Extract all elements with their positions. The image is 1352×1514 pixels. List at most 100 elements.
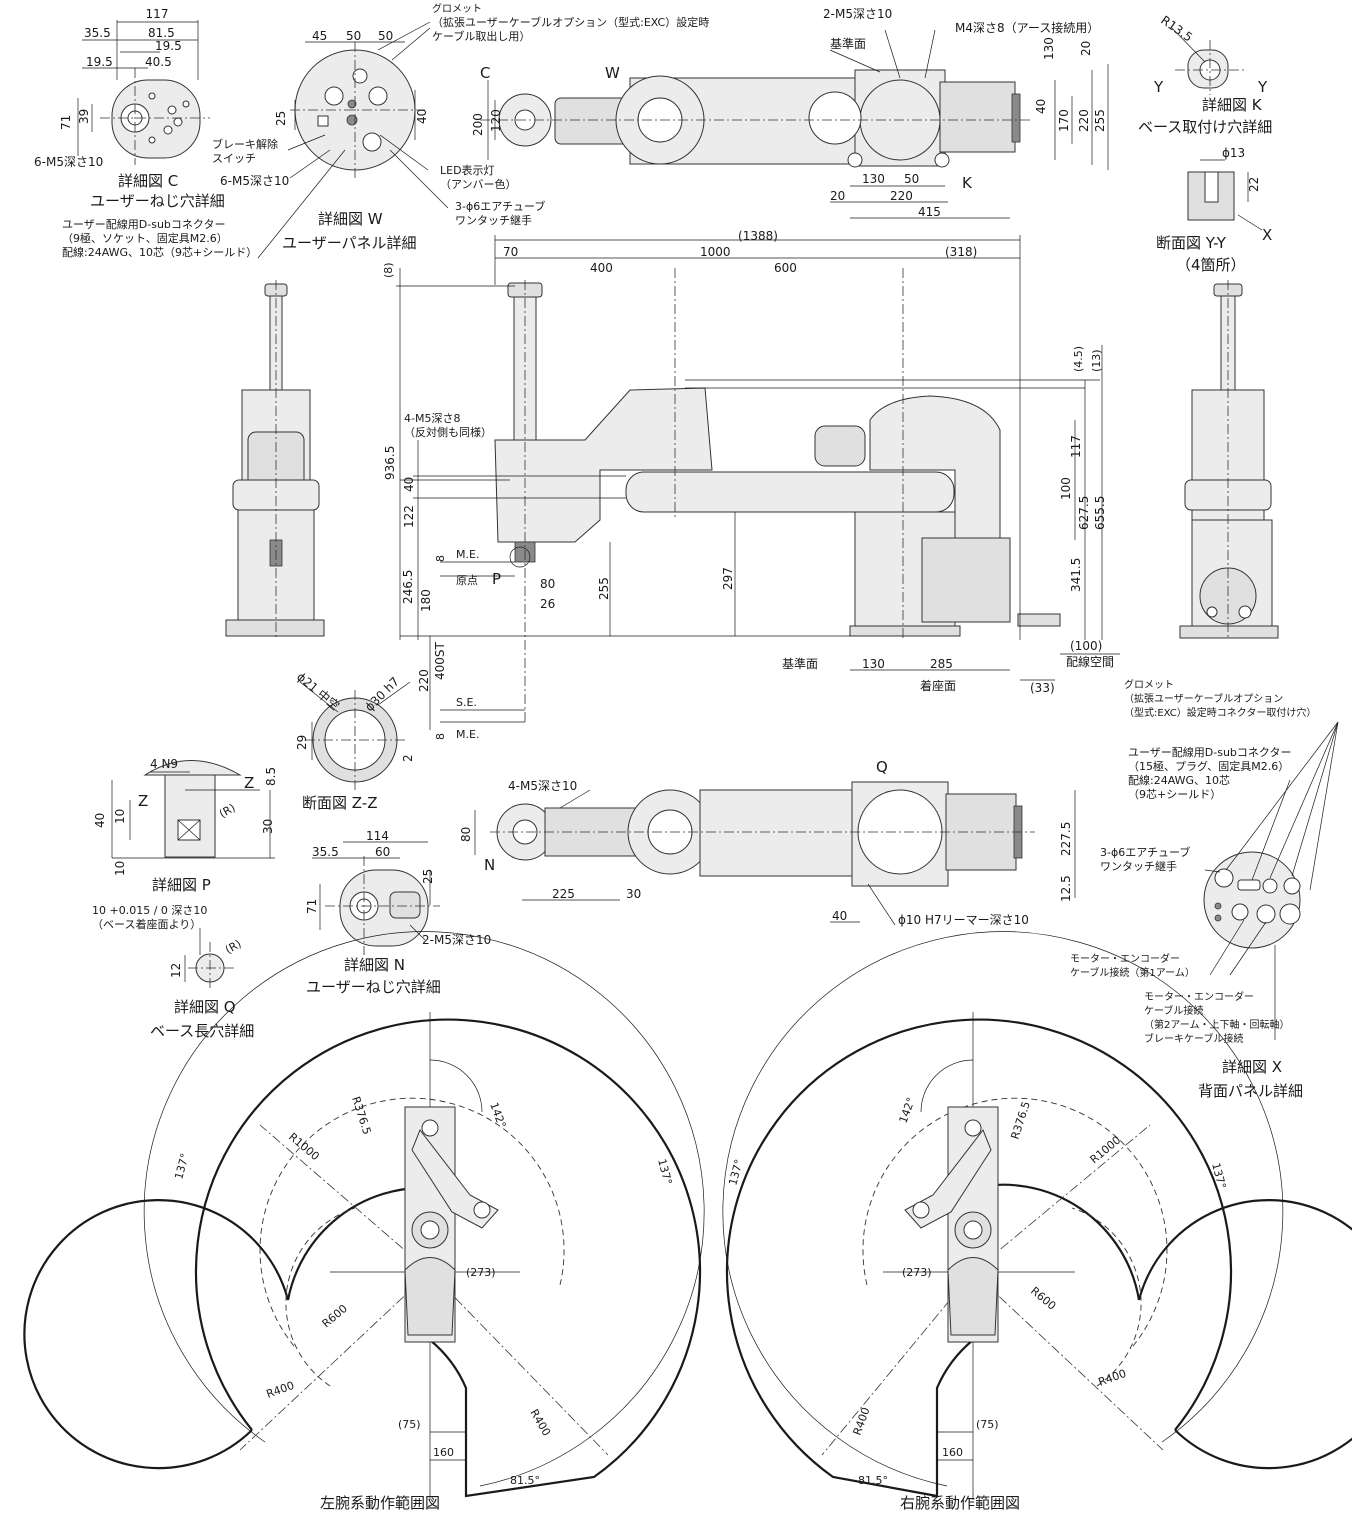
top-view-label-w: W [605, 64, 620, 82]
detail-p-d30: 30 [261, 819, 275, 834]
detail-x-dsub-line1: ユーザー配線用D-subコネクター [1128, 745, 1291, 759]
main-side-view-drawing [396, 235, 1120, 730]
detail-k-drawing [1171, 27, 1245, 95]
side-label-ref: 基準面 [782, 656, 818, 671]
left-range-drawing [23, 931, 705, 1500]
detail-w-drawing [257, 21, 449, 259]
detail-w-led-line1: LED表示灯 [440, 163, 495, 177]
detail-x-grommet-line2: （拡張ユーザーケーブルオプション [1124, 692, 1283, 705]
detail-c: 117 35.5 81.5 19.5 19.5 40.5 71 39 6-M5深… [34, 7, 225, 210]
side-label-me2: M.E. [456, 728, 479, 741]
detail-q-drawing [184, 928, 235, 990]
top-view-dim-40: 40 [1034, 99, 1048, 114]
detail-c-dim-81-5: 81.5 [148, 26, 175, 40]
detail-n-dim-114: 114 [366, 829, 389, 843]
bottom-view-dim-227-5: 227.5 [1059, 822, 1073, 856]
top-view-tap-2m5: 2-M5深さ10 [823, 7, 892, 21]
detail-x-grommet-line1: グロメット [1124, 678, 1174, 691]
bottom-view-dim-80: 80 [459, 827, 473, 842]
right-range-r376-5: R376.5 [1008, 1100, 1032, 1141]
side-label-p: P [492, 570, 501, 588]
detail-w-led-line2: （アンバー色） [440, 177, 517, 191]
detail-q-base: （ベース着座面より） [92, 917, 201, 931]
detail-x-motor2-line3: （第2アーム・上下軸・回転軸） [1144, 1018, 1289, 1031]
top-view-drawing [480, 29, 1109, 219]
side-dim-627-5: 627.5 [1077, 496, 1091, 530]
left-range-137-left: 137° [172, 1152, 191, 1181]
left-range-137-right: 137° [655, 1157, 674, 1186]
right-range-r400-right: R400 [1097, 1367, 1128, 1389]
detail-w-grommet-line1: グロメット [432, 2, 482, 15]
side-dim-1000: 1000 [700, 245, 731, 259]
bottom-view: 4-M5深さ10 Q N 80 225 30 227.5 12.5 40 ϕ10… [459, 758, 1076, 927]
side-dim-255: 255 [597, 577, 611, 600]
section-yy-subtitle: （4箇所） [1176, 256, 1246, 274]
detail-w-dim-25: 25 [274, 111, 288, 126]
bottom-view-label-q: Q [876, 758, 888, 776]
detail-x-dsub-line4: （9芯+シールド） [1128, 787, 1221, 801]
top-view-dim-170: 170 [1057, 109, 1071, 132]
detail-w-air-line1: 3-ϕ6エアチューブ [455, 199, 545, 213]
detail-w-dim-50a: 50 [346, 29, 361, 43]
detail-x-dsub-line3: 配線:24AWG、10芯 [1128, 773, 1230, 787]
bottom-view-tap: 4-M5深さ10 [508, 779, 577, 793]
side-label-origin: 原点 [456, 574, 478, 587]
detail-q-r: (R) [223, 937, 244, 956]
detail-p-r: (R) [217, 801, 238, 820]
detail-c-dim-19-5a: 19.5 [155, 39, 182, 53]
detail-c-dim-39: 39 [77, 109, 91, 124]
detail-k-title: 詳細図 K [1202, 96, 1263, 114]
side-dim-655-5: 655.5 [1093, 496, 1107, 530]
side-dim-130: 130 [862, 657, 885, 671]
right-range-273: (273) [902, 1266, 932, 1279]
section-zz-d2: 2 [401, 754, 415, 762]
side-dim-1388: (1388) [738, 229, 778, 243]
detail-w-tap-label: 6-M5深さ10 [220, 174, 289, 188]
left-range-75: (75) [398, 1418, 421, 1431]
detail-c-dim-117: 117 [146, 7, 169, 21]
section-yy-depth: 22 [1247, 177, 1261, 192]
detail-k-y-left: Y [1153, 78, 1164, 96]
detail-w-grommet-line3: ケーブル取出し用） [432, 29, 530, 43]
bottom-view-dim-40: 40 [832, 909, 847, 923]
bottom-view-label-n: N [484, 856, 495, 874]
left-range-r400-left: R400 [265, 1379, 296, 1401]
side-dim-40: 40 [402, 477, 416, 492]
detail-n-dim-25: 25 [421, 869, 435, 884]
bottom-view-dim-30: 30 [626, 887, 641, 901]
left-range-title: 左腕系動作範囲図 [320, 1494, 440, 1512]
side-dim-4-5: (4.5) [1072, 346, 1085, 372]
detail-p-d40: 40 [93, 813, 107, 828]
detail-w-dsub-line2: （9極、ソケット、固定具M2.6） [62, 231, 228, 245]
top-view-dim-200: 200 [471, 113, 485, 136]
side-dim-122: 122 [402, 505, 416, 528]
left-range-142: 142° [487, 1101, 508, 1130]
detail-k-y-right: Y [1257, 78, 1268, 96]
detail-w-brake-line1: ブレーキ解除 [212, 137, 278, 151]
side-dim-180: 180 [419, 589, 433, 612]
side-label-me: M.E. [456, 548, 479, 561]
detail-c-title: 詳細図 C [118, 172, 178, 190]
left-range-r376-5: R376.5 [349, 1095, 373, 1136]
section-yy-drawing [1187, 159, 1263, 231]
top-view-dim-20: 20 [1079, 41, 1093, 56]
detail-q-subtitle: ベース長穴詳細 [150, 1022, 254, 1040]
top-view-dim-255: 255 [1093, 109, 1107, 132]
side-dim-80: 80 [540, 577, 555, 591]
top-view-dim-50: 50 [904, 172, 919, 186]
side-dim-297: 297 [721, 567, 735, 590]
side-tap-line2: （反対側も同様） [404, 425, 492, 439]
right-range-160: 160 [942, 1446, 963, 1459]
detail-x-motor1-line2: ケーブル接続（第1アーム） [1070, 966, 1195, 979]
detail-x-grommet-line3: （型式:EXC）設定時コネクター取付け穴） [1124, 706, 1316, 719]
detail-w-brake-line2: スイッチ [212, 152, 256, 165]
top-view-label-k: K [962, 174, 973, 192]
top-view-dim-220: 220 [1077, 109, 1091, 132]
detail-x-motor2-line4: ブレーキケーブル接続 [1144, 1032, 1243, 1045]
side-dim-8-bottom: 8 [434, 733, 447, 740]
left-range-160: 160 [433, 1446, 454, 1459]
top-view-dim-220b: 220 [890, 189, 913, 203]
left-range-81-5: 81.5° [510, 1474, 540, 1487]
detail-w: 45 50 50 25 40 グロメット （拡張ユーザーケーブルオプション（型式… [62, 2, 709, 259]
